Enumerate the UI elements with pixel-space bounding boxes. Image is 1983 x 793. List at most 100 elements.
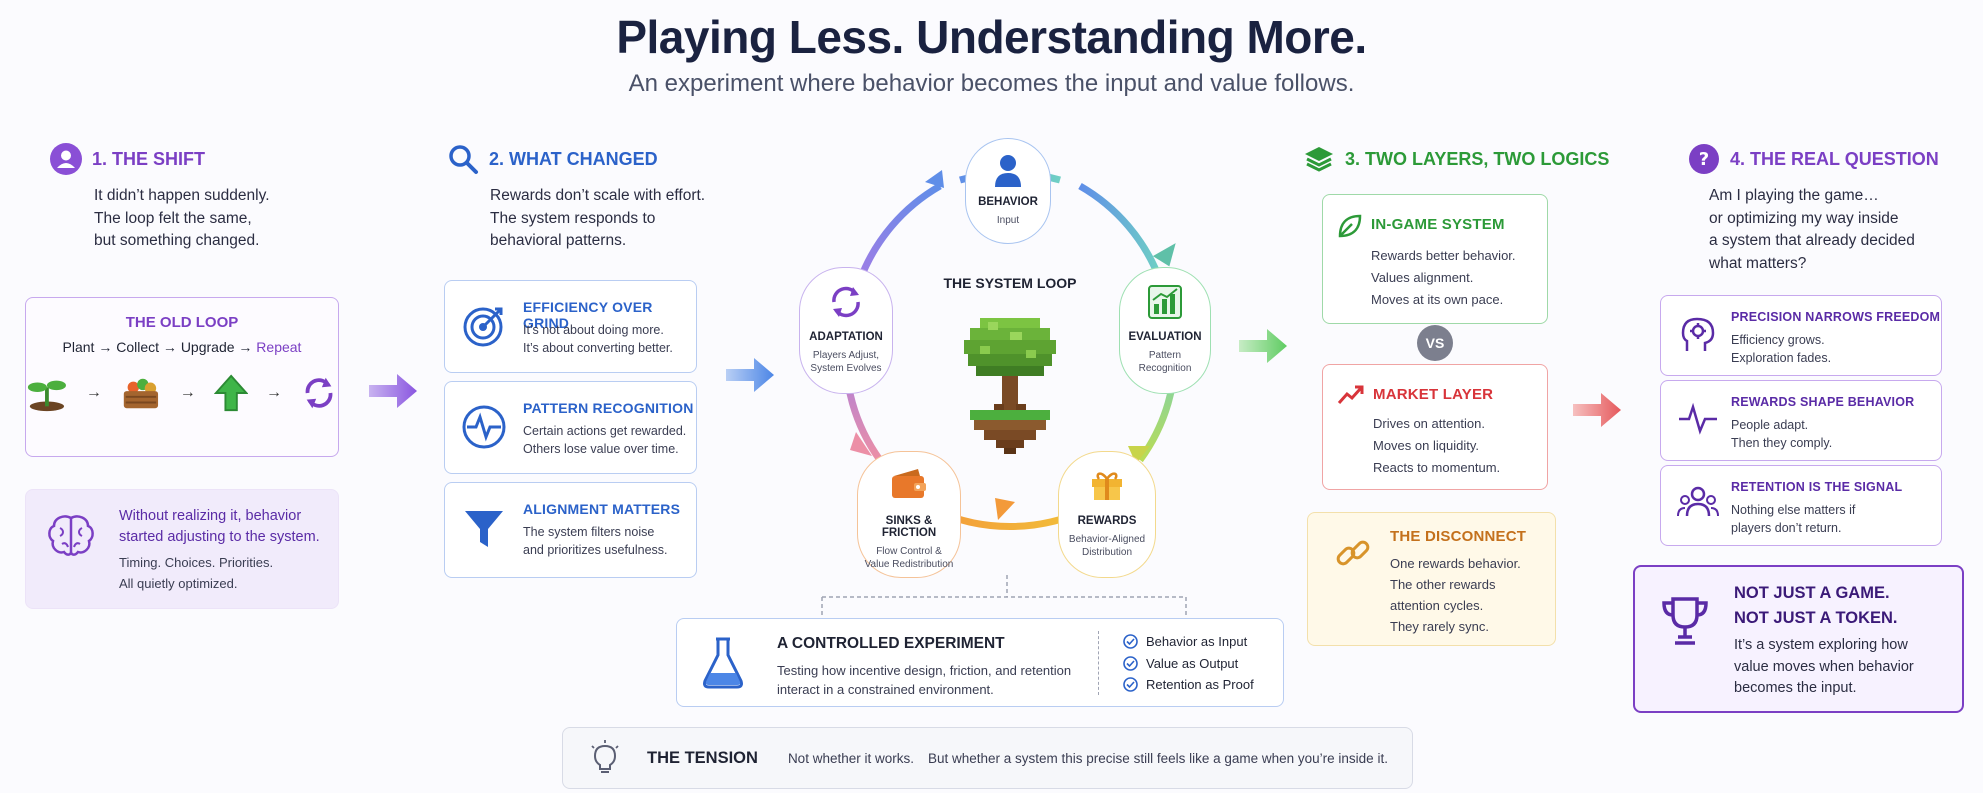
experiment-checklist: Behavior as Input Value as Output Retent…: [1123, 631, 1254, 696]
shift-line: It didn’t happen suddenly.: [94, 187, 270, 204]
card-line: They rarely sync.: [1390, 619, 1489, 634]
loop-step: Repeat: [256, 339, 302, 355]
card-line: Others lose value over time.: [523, 442, 679, 456]
card-body: Efficiency grows. Exploration fades.: [1731, 331, 1831, 367]
old-loop-steps: Plant → Collect → Upgrade → Repeat: [26, 339, 338, 355]
question-line: a system that already decided: [1709, 232, 1915, 249]
card-line: It’s not about doing more.: [523, 323, 664, 337]
cycle-icon: [832, 286, 860, 318]
broken-link-icon: [1336, 540, 1370, 566]
shift-line: but something changed.: [94, 232, 260, 249]
tension-bar: THE TENSION Not whether it works. But wh…: [562, 727, 1413, 789]
realization-text: Without realizing it, behavior started a…: [119, 506, 320, 548]
question-card-retention: RETENTION IS THE SIGNAL Nothing else mat…: [1660, 465, 1942, 546]
final-title-line: NOT JUST A GAME.: [1734, 584, 1890, 602]
loop-node-behavior: BEHAVIOR Input: [965, 138, 1051, 244]
section-changed-title: 2. WHAT CHANGED: [489, 148, 658, 169]
section-question-title: 4. THE REAL QUESTION: [1730, 148, 1939, 169]
changed-line: Rewards don’t scale with effort.: [490, 187, 706, 204]
node-sub-line: Players Adjust,: [812, 350, 880, 361]
layers-icon: [1303, 143, 1335, 175]
loop-node-adaptation: ADAPTATION Players Adjust, System Evolve…: [799, 267, 893, 394]
card-body: One rewards behavior. The other rewards …: [1390, 553, 1521, 637]
card-line: One rewards behavior.: [1390, 556, 1521, 571]
experiment-line: interact in a constrained environment.: [777, 682, 994, 697]
node-sub: Behavior-Aligned Distribution: [1059, 533, 1155, 559]
final-line: value moves when behavior: [1734, 658, 1914, 675]
note-line: Timing. Choices. Priorities.: [119, 555, 274, 570]
sprout-icon: [27, 380, 66, 412]
card-line: Reacts to momentum.: [1373, 460, 1501, 475]
card-line: Exploration fades.: [1731, 351, 1832, 365]
card-line: Values alignment.: [1371, 270, 1474, 285]
node-sub: Input: [996, 215, 1020, 226]
card-title: EFFICIENCY OVER GRIND: [523, 299, 653, 331]
disconnect-card: THE DISCONNECT One rewards behavior. The…: [1307, 512, 1556, 646]
question-intro: Am I playing the game… or optimizing my …: [1709, 185, 1915, 275]
experiment-body: Testing how incentive design, friction, …: [777, 661, 1071, 699]
loop-step: Upgrade: [180, 339, 235, 355]
head-gear-icon: [1681, 317, 1715, 351]
experiment-title: A CONTROLLED EXPERIMENT: [777, 635, 1005, 652]
tension-title: THE TENSION: [647, 748, 758, 767]
flask-icon: [703, 637, 743, 689]
final-title-line: NOT JUST A TOKEN.: [1734, 609, 1898, 627]
card-title: RETENTION IS THE SIGNAL: [1731, 480, 1903, 494]
card-title: THE DISCONNECT: [1390, 528, 1527, 545]
loop-node-rewards: REWARDS Behavior-Aligned Distribution: [1058, 451, 1156, 578]
check-circle-icon: [1123, 677, 1138, 693]
card-line: Certain actions get rewarded.: [523, 424, 687, 438]
card-line: and prioritizes usefulness.: [523, 543, 668, 557]
filter-icon: [465, 511, 503, 547]
change-card-efficiency: EFFICIENCY OVER GRIND It’s not about doi…: [444, 280, 697, 373]
question-line: what matters?: [1709, 254, 1807, 272]
card-line: People adapt.: [1731, 418, 1809, 432]
card-line: Then they comply.: [1731, 436, 1833, 450]
basket-icon: [123, 378, 158, 409]
loop-arrow-icon: →: [265, 384, 282, 401]
node-title: SINKS & FRICTION: [881, 515, 937, 539]
card-title: MARKET LAYER: [1373, 386, 1494, 403]
card-line: Drives on attention.: [1373, 416, 1486, 431]
vs-badge: VS: [1417, 325, 1453, 361]
person-icon: [995, 155, 1021, 187]
check-item: Behavior as Input: [1123, 631, 1254, 653]
loop-arrow-icon: →: [85, 384, 102, 401]
flow-arrow-icon: [1573, 393, 1621, 427]
node-sub: Flow Control & Value Redistribution: [858, 545, 960, 571]
change-card-pattern: PATTERN RECOGNITION Certain actions get …: [444, 381, 697, 474]
loop-step: Plant: [62, 339, 95, 355]
card-line: players don’t return.: [1731, 521, 1842, 535]
flow-arrow-icon: [726, 358, 774, 392]
question-icon: ?: [1688, 143, 1720, 175]
gift-icon: [1092, 472, 1122, 500]
loop-arrow-icon: →: [179, 384, 196, 401]
flow-arrow-icon: [369, 374, 417, 408]
trend-up-icon: [1337, 385, 1364, 404]
card-body: Drives on attention. Moves on liquidity.…: [1373, 413, 1500, 479]
flow-arrow-icon: [1239, 329, 1287, 363]
old-loop-title: THE OLD LOOP: [125, 314, 239, 331]
old-loop-card: THE OLD LOOP Plant → Collect → Upgrade →…: [25, 297, 339, 457]
node-sub: Players Adjust, System Evolves: [800, 349, 892, 375]
card-line: attention cycles.: [1390, 598, 1484, 613]
changed-intro: Rewards don’t scale with effort. The sys…: [490, 185, 705, 253]
card-body: People adapt. Then they comply.: [1731, 416, 1832, 452]
final-body: It’s a system exploring how value moves …: [1734, 635, 1914, 700]
card-line: Nothing else matters if: [1731, 503, 1856, 517]
tension-part2: But whether a system this precise still …: [927, 750, 1388, 766]
node-sub-line: Flow Control &: [876, 546, 942, 557]
heartbeat-icon: [1679, 402, 1717, 435]
users-icon: [1677, 486, 1719, 517]
node-title: REWARDS: [1077, 515, 1137, 527]
card-line: Moves on liquidity.: [1373, 438, 1479, 453]
question-line: Am I playing the game…: [1709, 187, 1879, 204]
trophy-icon: [1662, 597, 1708, 645]
check-label: Retention as Proof: [1146, 677, 1254, 692]
search-icon: [447, 143, 479, 175]
question-card-precision: PRECISION NARROWS FREEDOM Efficiency gro…: [1660, 295, 1942, 376]
node-sub-line: Distribution: [1081, 547, 1133, 558]
loop-connector: [821, 575, 1187, 619]
section-shift-title: 1. THE SHIFT: [92, 148, 206, 169]
node-sub-line: Behavior-Aligned: [1068, 534, 1146, 545]
